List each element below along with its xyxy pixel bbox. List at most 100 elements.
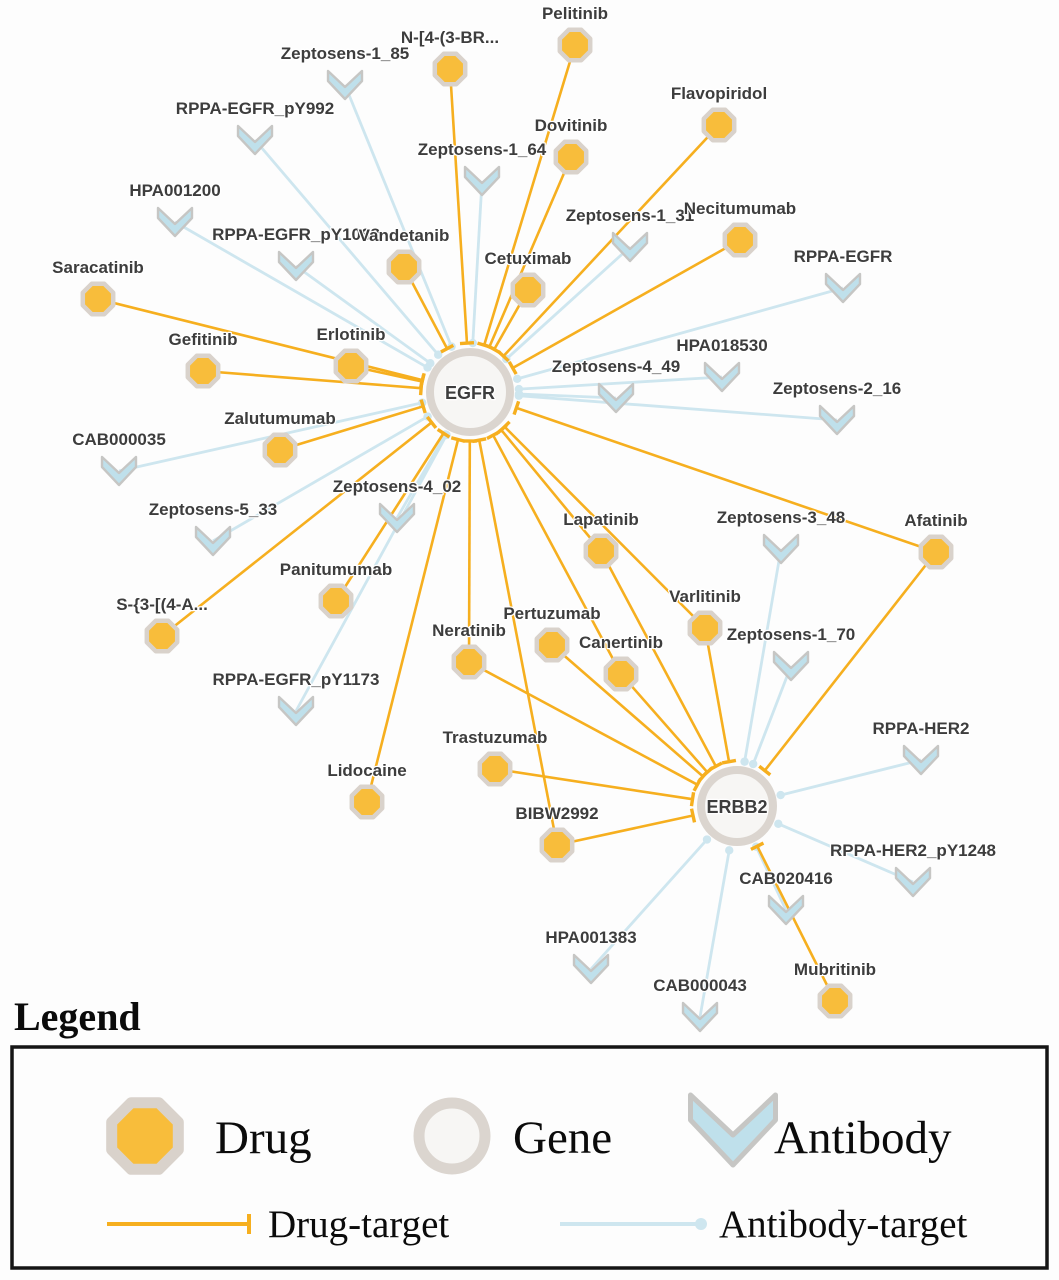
- drug-node-saracatinib[interactable]: [80, 281, 116, 317]
- drug-target-edge: [503, 425, 706, 629]
- legend: Legend Drug Gene Antibody Drug-target An…: [10, 994, 1049, 1270]
- node-label-bibw2992: BIBW2992: [515, 804, 598, 823]
- drug-node-n-4-3-br[interactable]: [432, 51, 468, 87]
- drug-node-flavopiridol[interactable]: [701, 107, 737, 143]
- drug-node-erlotinib[interactable]: [333, 348, 369, 384]
- antibody-target-edge: [754, 846, 788, 911]
- antibody-node-zeptosens-3-48[interactable]: [762, 533, 800, 565]
- drug-node-necitumumab[interactable]: [722, 222, 758, 258]
- antibody-node-zeptosens-1-64[interactable]: [463, 165, 501, 197]
- gene-label-egfr: EGFR: [445, 383, 495, 403]
- antibody-node-hpa018530[interactable]: [703, 361, 741, 393]
- node-label-lidocaine: Lidocaine: [327, 761, 406, 780]
- node-label-zeptosens-1-70: Zeptosens-1_70: [727, 625, 856, 644]
- drug-node-canertinib[interactable]: [603, 656, 639, 692]
- drug-legend-label: Drug: [215, 1112, 312, 1164]
- drug-node-bibw2992[interactable]: [539, 827, 575, 863]
- drug-node-gefitinib[interactable]: [185, 353, 221, 389]
- drug-target-edge: [512, 238, 741, 370]
- drug-target-tee: [459, 340, 475, 346]
- antibody-target-edge: [743, 548, 783, 762]
- antibody-node-zeptosens-2-16[interactable]: [818, 404, 856, 436]
- antibody-node-rppa-egfr-py1068[interactable]: [277, 250, 315, 282]
- antibody-node-rppa-egfr[interactable]: [824, 272, 862, 304]
- gene-label-erbb2: ERBB2: [706, 797, 767, 817]
- antibody-node-zeptosens-5-33[interactable]: [194, 525, 232, 557]
- drug-target-edge: [468, 660, 698, 786]
- antibody-target-dot: [774, 819, 783, 829]
- antibody-node-cab000035[interactable]: [100, 455, 138, 487]
- drug-target-edge: [494, 767, 693, 801]
- antibody-node-cab020416[interactable]: [767, 894, 805, 926]
- antibody-node-zeptosens-4-49[interactable]: [597, 382, 635, 414]
- antibody-node-zeptosens-1-31[interactable]: [611, 231, 649, 263]
- drug-target-tee: [472, 437, 487, 444]
- antibody-target-edge: [518, 392, 617, 400]
- drug-node-neratinib[interactable]: [451, 644, 487, 680]
- drug-node-dovitinib[interactable]: [553, 139, 589, 175]
- drug-target-tee: [486, 430, 501, 441]
- antibody-node-rppa-egfr-py992[interactable]: [236, 124, 274, 156]
- node-label-zeptosens-2-16: Zeptosens-2_16: [773, 379, 902, 398]
- antibody-node-cab000043[interactable]: [681, 1001, 719, 1033]
- drug-node-lapatinib[interactable]: [583, 533, 619, 569]
- drug-node-lidocaine[interactable]: [349, 784, 385, 820]
- drug-node-cetuximab[interactable]: [510, 272, 546, 308]
- antibody-node-rppa-her2-py1248[interactable]: [894, 866, 932, 898]
- drug-target-tee: [425, 415, 438, 429]
- node-label-lapatinib: Lapatinib: [563, 510, 639, 529]
- antibody-node-hpa001383[interactable]: [572, 953, 610, 985]
- drug-node-pertuzumab[interactable]: [534, 627, 570, 663]
- node-label-vandetanib: Vandetanib: [359, 226, 450, 245]
- node-label-pertuzumab: Pertuzumab: [503, 604, 600, 623]
- labels-layer: Zeptosens-1_85RPPA-EGFR_pY992Zeptosens-1…: [51, 3, 997, 997]
- node-label-rppa-egfr: RPPA-EGFR: [794, 247, 893, 266]
- antibody-target-edge: [518, 394, 838, 422]
- drug-node-trastuzumab[interactable]: [477, 751, 513, 787]
- node-label-n-4-3-br: N-[4-(3-BR...: [401, 28, 499, 47]
- drug-target-tee: [512, 400, 521, 416]
- drug-node-mubritinib[interactable]: [817, 983, 853, 1019]
- antibody-legend-icon: [688, 1092, 778, 1168]
- antibody-target-dot: [433, 350, 443, 359]
- node-label-zeptosens-4-02: Zeptosens-4_02: [333, 477, 462, 496]
- drug-target-tee: [440, 343, 455, 354]
- drug-node-afatinib[interactable]: [918, 534, 954, 570]
- antibody-node-zeptosens-1-85[interactable]: [326, 69, 364, 101]
- drug-node-varlitinib[interactable]: [687, 610, 723, 646]
- drug-node-s-3-4-a[interactable]: [144, 618, 180, 654]
- node-label-rppa-egfr-py1173: RPPA-EGFR_pY1173: [213, 670, 380, 689]
- node-label-hpa001200: HPA001200: [129, 181, 220, 200]
- node-label-flavopiridol: Flavopiridol: [671, 84, 767, 103]
- node-label-panitumumab: Panitumumab: [280, 560, 392, 579]
- antibody-node-rppa-her2[interactable]: [902, 744, 940, 776]
- antibody-target-dot: [748, 759, 758, 769]
- node-label-rppa-her2: RPPA-HER2: [873, 719, 970, 738]
- antibody-node-zeptosens-1-70[interactable]: [772, 650, 810, 682]
- antibody-node-hpa001200[interactable]: [156, 206, 194, 238]
- antibody-node-zeptosens-4-02[interactable]: [378, 502, 416, 534]
- drug-target-edge: [482, 44, 577, 346]
- antibody-target-edge: [777, 822, 914, 884]
- drug-target-edge: [620, 673, 709, 774]
- gene-node-egfr[interactable]: [426, 348, 514, 436]
- antibody-target-edge: [471, 180, 484, 344]
- antibody-node-rppa-egfr-py1173[interactable]: [277, 695, 315, 727]
- drug-target-edge: [448, 68, 469, 344]
- node-label-rppa-her2-py1248: RPPA-HER2_pY1248: [830, 841, 996, 860]
- gene-node-erbb2[interactable]: [697, 766, 777, 846]
- drug-target-edge: [756, 845, 837, 1002]
- drug-target-edge: [515, 406, 937, 554]
- drug-node-panitumumab[interactable]: [318, 583, 354, 619]
- node-label-dovitinib: Dovitinib: [535, 116, 608, 135]
- drug-target-tee: [697, 770, 709, 783]
- drug-node-pelitinib[interactable]: [557, 27, 593, 63]
- antibody-target-dot: [514, 391, 524, 400]
- drug-target-tee: [436, 428, 451, 439]
- drug-node-zalutumumab[interactable]: [262, 432, 298, 468]
- node-label-zeptosens-4-49: Zeptosens-4_49: [552, 357, 681, 376]
- drug-target-edge: [500, 428, 603, 552]
- drug-node-vandetanib[interactable]: [386, 249, 422, 285]
- node-label-varlitinib: Varlitinib: [669, 587, 741, 606]
